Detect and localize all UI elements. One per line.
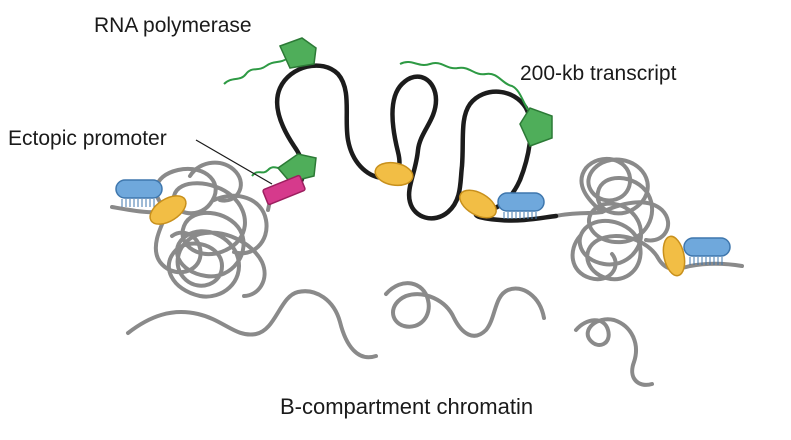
active-chromatin-fiber <box>274 63 559 223</box>
ctcf-icon-left <box>115 179 163 207</box>
rna-transcript-1 <box>223 57 289 85</box>
cohesin-icon-left <box>149 195 187 225</box>
cohesin-icon-center <box>374 161 414 187</box>
right-chromatin-coil <box>554 157 744 282</box>
ctcf-icon-right <box>683 237 731 265</box>
label-transcript: 200-kb transcript <box>520 62 677 85</box>
strand-2 <box>384 281 546 338</box>
cohesin-icon-right <box>662 235 686 277</box>
rna-transcript-3 <box>399 61 529 111</box>
b-compartment-strands <box>126 281 654 387</box>
label-b-compartment: B-compartment chromatin <box>280 394 533 419</box>
label-rna-polymerase: RNA polymerase <box>94 14 252 37</box>
polymerase-icon-top <box>278 37 317 69</box>
promoter-icon <box>262 174 306 206</box>
ctcf-icon-middle <box>497 192 545 219</box>
cohesin-icon-middle-right <box>459 189 497 219</box>
strand-1 <box>126 289 378 360</box>
polymerase-icon-right <box>519 107 553 147</box>
promoter-leader-line <box>195 139 273 185</box>
label-ectopic-promoter: Ectopic promoter <box>8 127 167 150</box>
strand-3 <box>574 317 654 387</box>
